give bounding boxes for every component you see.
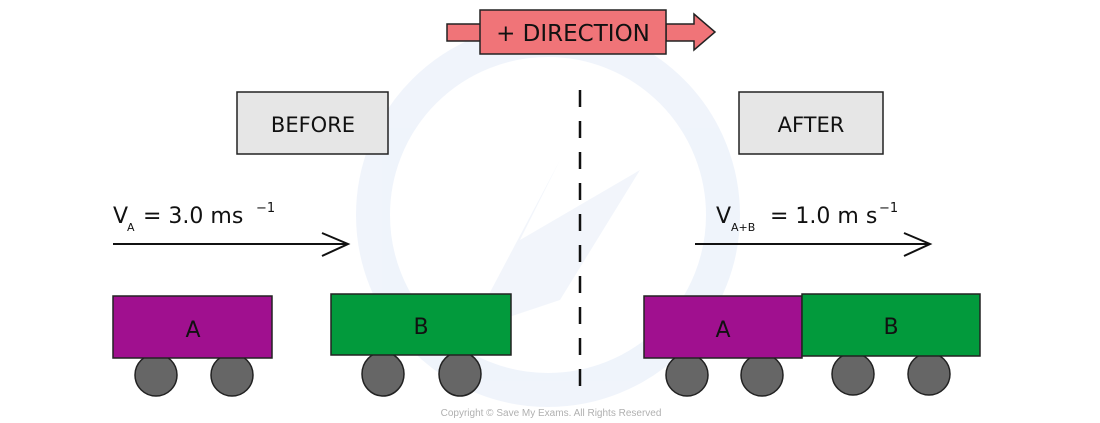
wheel — [831, 352, 875, 396]
direction-label: + DIRECTION — [496, 21, 650, 47]
before-velocity-symbol: V — [113, 204, 128, 229]
before-label: BEFORE — [271, 113, 355, 137]
cart-body — [801, 293, 981, 357]
wheel — [361, 351, 405, 397]
before-cart-b: B — [330, 293, 512, 397]
before-velocity-value: = 3.0 ms — [143, 204, 243, 229]
after-velocity-value: = 1.0 m s — [770, 204, 877, 229]
after-velocity: V A+B = 1.0 m s −1 — [695, 201, 933, 257]
after-velocity-subscript: A+B — [731, 221, 755, 234]
before-box: BEFORE — [236, 91, 389, 155]
after-box: AFTER — [738, 91, 884, 155]
cart-body — [112, 295, 273, 359]
before-velocity-subscript: A — [127, 221, 135, 234]
after-cart-b: B — [801, 293, 981, 396]
after-velocity-exponent: −1 — [879, 201, 898, 216]
copyright-text: Copyright © Save My Exams. All Rights Re… — [441, 408, 662, 419]
wheel — [740, 353, 784, 397]
after-label: AFTER — [778, 113, 845, 137]
cart-label: A — [185, 318, 200, 343]
wheel — [907, 352, 951, 396]
wheel — [665, 353, 709, 397]
before-cart-a: A — [112, 295, 273, 397]
direction-box — [479, 9, 667, 55]
cart-label: B — [883, 315, 898, 340]
direction-arrow: + DIRECTION — [446, 9, 717, 55]
wheel — [134, 353, 178, 397]
wheel — [438, 351, 482, 397]
before-velocity-arrowhead — [321, 232, 351, 257]
cart-label: B — [413, 315, 428, 340]
before-velocity-exponent: −1 — [256, 201, 275, 216]
before-velocity: V A = 3.0 ms −1 — [113, 201, 351, 257]
after-velocity-symbol: V — [716, 204, 731, 229]
after-cart-a: A — [643, 295, 803, 397]
cart-body — [330, 293, 512, 356]
cart-label: A — [715, 318, 730, 343]
after-velocity-arrowhead — [903, 232, 933, 257]
wheel — [210, 353, 254, 397]
